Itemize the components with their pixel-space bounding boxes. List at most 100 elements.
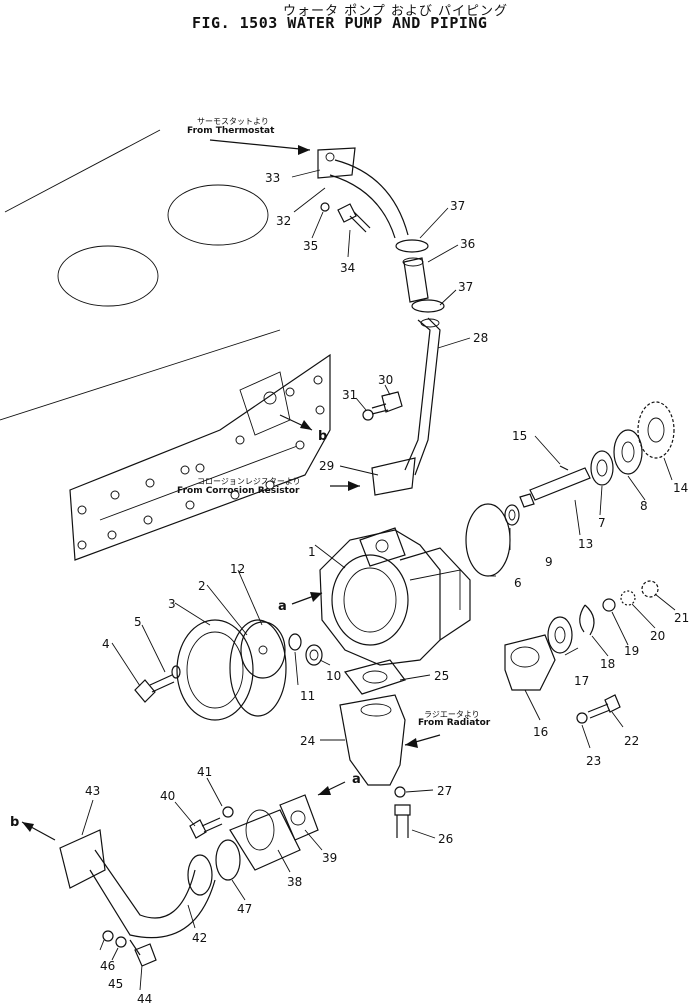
key-15 [559, 465, 569, 471]
bypass-pipe-42 [59, 829, 216, 939]
figure-title-japanese: ウォータ ポンプ および パイピング [283, 4, 509, 19]
flow-arrow-from-thermostat [209, 139, 311, 155]
part-number: 21 [674, 611, 689, 625]
rubber-hose [402, 257, 429, 303]
lock-washer-20 [620, 590, 636, 606]
part-number: 31 [342, 388, 357, 402]
radiator-note: From Radiator [418, 718, 491, 728]
figure-title: FIG. 1503 WATER PUMP AND PIPING [192, 14, 488, 32]
part-number: 39 [322, 851, 337, 865]
reference-letter-a: a [278, 599, 287, 614]
seal-10 [305, 644, 323, 666]
part-number: 15 [512, 429, 527, 443]
flow-arrow-b-lower [21, 821, 56, 841]
reference-letter-b: b [318, 429, 327, 444]
lock-washer-45 [115, 936, 127, 948]
water-inlet-elbow-24 [339, 694, 406, 786]
seal-9 [504, 504, 520, 526]
bearing-17 [547, 616, 573, 654]
part-number: 40 [160, 789, 175, 803]
bolt-34 [337, 203, 371, 233]
part-number: 41 [197, 765, 212, 779]
part-number: 32 [276, 214, 291, 228]
part-number: 20 [650, 629, 665, 643]
part-number: 16 [533, 725, 548, 739]
nut-21 [641, 580, 659, 598]
leader-lines [81, 169, 676, 991]
part-number: 19 [624, 644, 639, 658]
gasket-2 [229, 619, 287, 717]
part-number: 7 [598, 516, 606, 530]
part-number: 8 [640, 499, 648, 513]
water-pump-body [319, 527, 471, 666]
hose-clamp-lower [411, 299, 445, 313]
thermostat-note-japanese: サーモスタットより [197, 117, 269, 126]
part-number: 33 [265, 171, 280, 185]
part-number: 34 [340, 261, 355, 275]
o-ring-47 [215, 839, 241, 881]
flow-arrow-a-upper [291, 592, 323, 605]
part-number: 18 [600, 657, 615, 671]
bearing-7 [590, 450, 614, 486]
corrosion-note-japanese: コロージョンレジスターより [197, 477, 301, 486]
part-number: 5 [134, 615, 142, 629]
part-number: 36 [460, 237, 475, 251]
washer-5 [171, 665, 181, 679]
pump-shaft-13 [519, 467, 591, 508]
pump-gear-14 [637, 401, 675, 459]
flow-arrow-from-radiator [404, 734, 441, 748]
part-number: 9 [545, 555, 553, 569]
washer-19 [602, 598, 616, 612]
part-number: 30 [378, 373, 393, 387]
washer-31 [362, 409, 374, 421]
part-number: 27 [437, 784, 452, 798]
part-number: 46 [100, 959, 115, 973]
snap-ring-18 [579, 604, 595, 636]
part-number-callouts: 33 32 35 34 37 36 37 28 30 31 29 15 14 8… [85, 171, 689, 1006]
washer-27 [394, 786, 406, 798]
o-ring-6 [465, 503, 511, 577]
washer-41 [222, 806, 234, 818]
part-number: 24 [300, 734, 315, 748]
part-number: 28 [473, 331, 488, 345]
part-number: 14 [673, 481, 688, 495]
part-number: 29 [319, 459, 334, 473]
part-number: 42 [192, 931, 207, 945]
bolt-44 [129, 939, 157, 967]
gasket-39 [279, 794, 319, 841]
engine-block-outline [0, 129, 281, 421]
water-pipe-upper [317, 147, 441, 496]
part-number: 45 [108, 977, 123, 991]
part-number: 23 [586, 754, 601, 768]
gasket-25 [343, 659, 406, 695]
part-number: 3 [168, 597, 176, 611]
part-number: 1 [308, 545, 316, 559]
bolt-30 [371, 391, 403, 415]
pipe-end [420, 318, 440, 328]
part-number: 11 [300, 689, 315, 703]
part-number: 35 [303, 239, 318, 253]
corrosion-note: From Corrosion Resistor [177, 486, 300, 496]
bolt-4 [134, 674, 175, 703]
part-number: 44 [137, 992, 152, 1006]
part-number: 26 [438, 832, 453, 846]
part-number: 25 [434, 669, 449, 683]
part-number: 47 [237, 902, 252, 916]
part-number: 4 [102, 637, 110, 651]
part-number: 10 [326, 669, 341, 683]
part-number: 6 [514, 576, 522, 590]
flow-arrow-from-corrosion-resistor [330, 481, 360, 491]
reference-letter-a: a [352, 772, 361, 787]
washer-46 [102, 930, 114, 942]
hose-clamp-upper [395, 239, 429, 253]
bearing-8 [613, 429, 643, 475]
part-number: 2 [198, 579, 206, 593]
part-number: 12 [230, 562, 245, 576]
bolt-40 [189, 817, 223, 839]
bolt-26 [394, 804, 411, 838]
part-number: 38 [287, 875, 302, 889]
radiator-note-japanese: ラジエータより [424, 710, 480, 719]
bearing-housing-16 [504, 634, 556, 691]
part-number: 43 [85, 784, 100, 798]
